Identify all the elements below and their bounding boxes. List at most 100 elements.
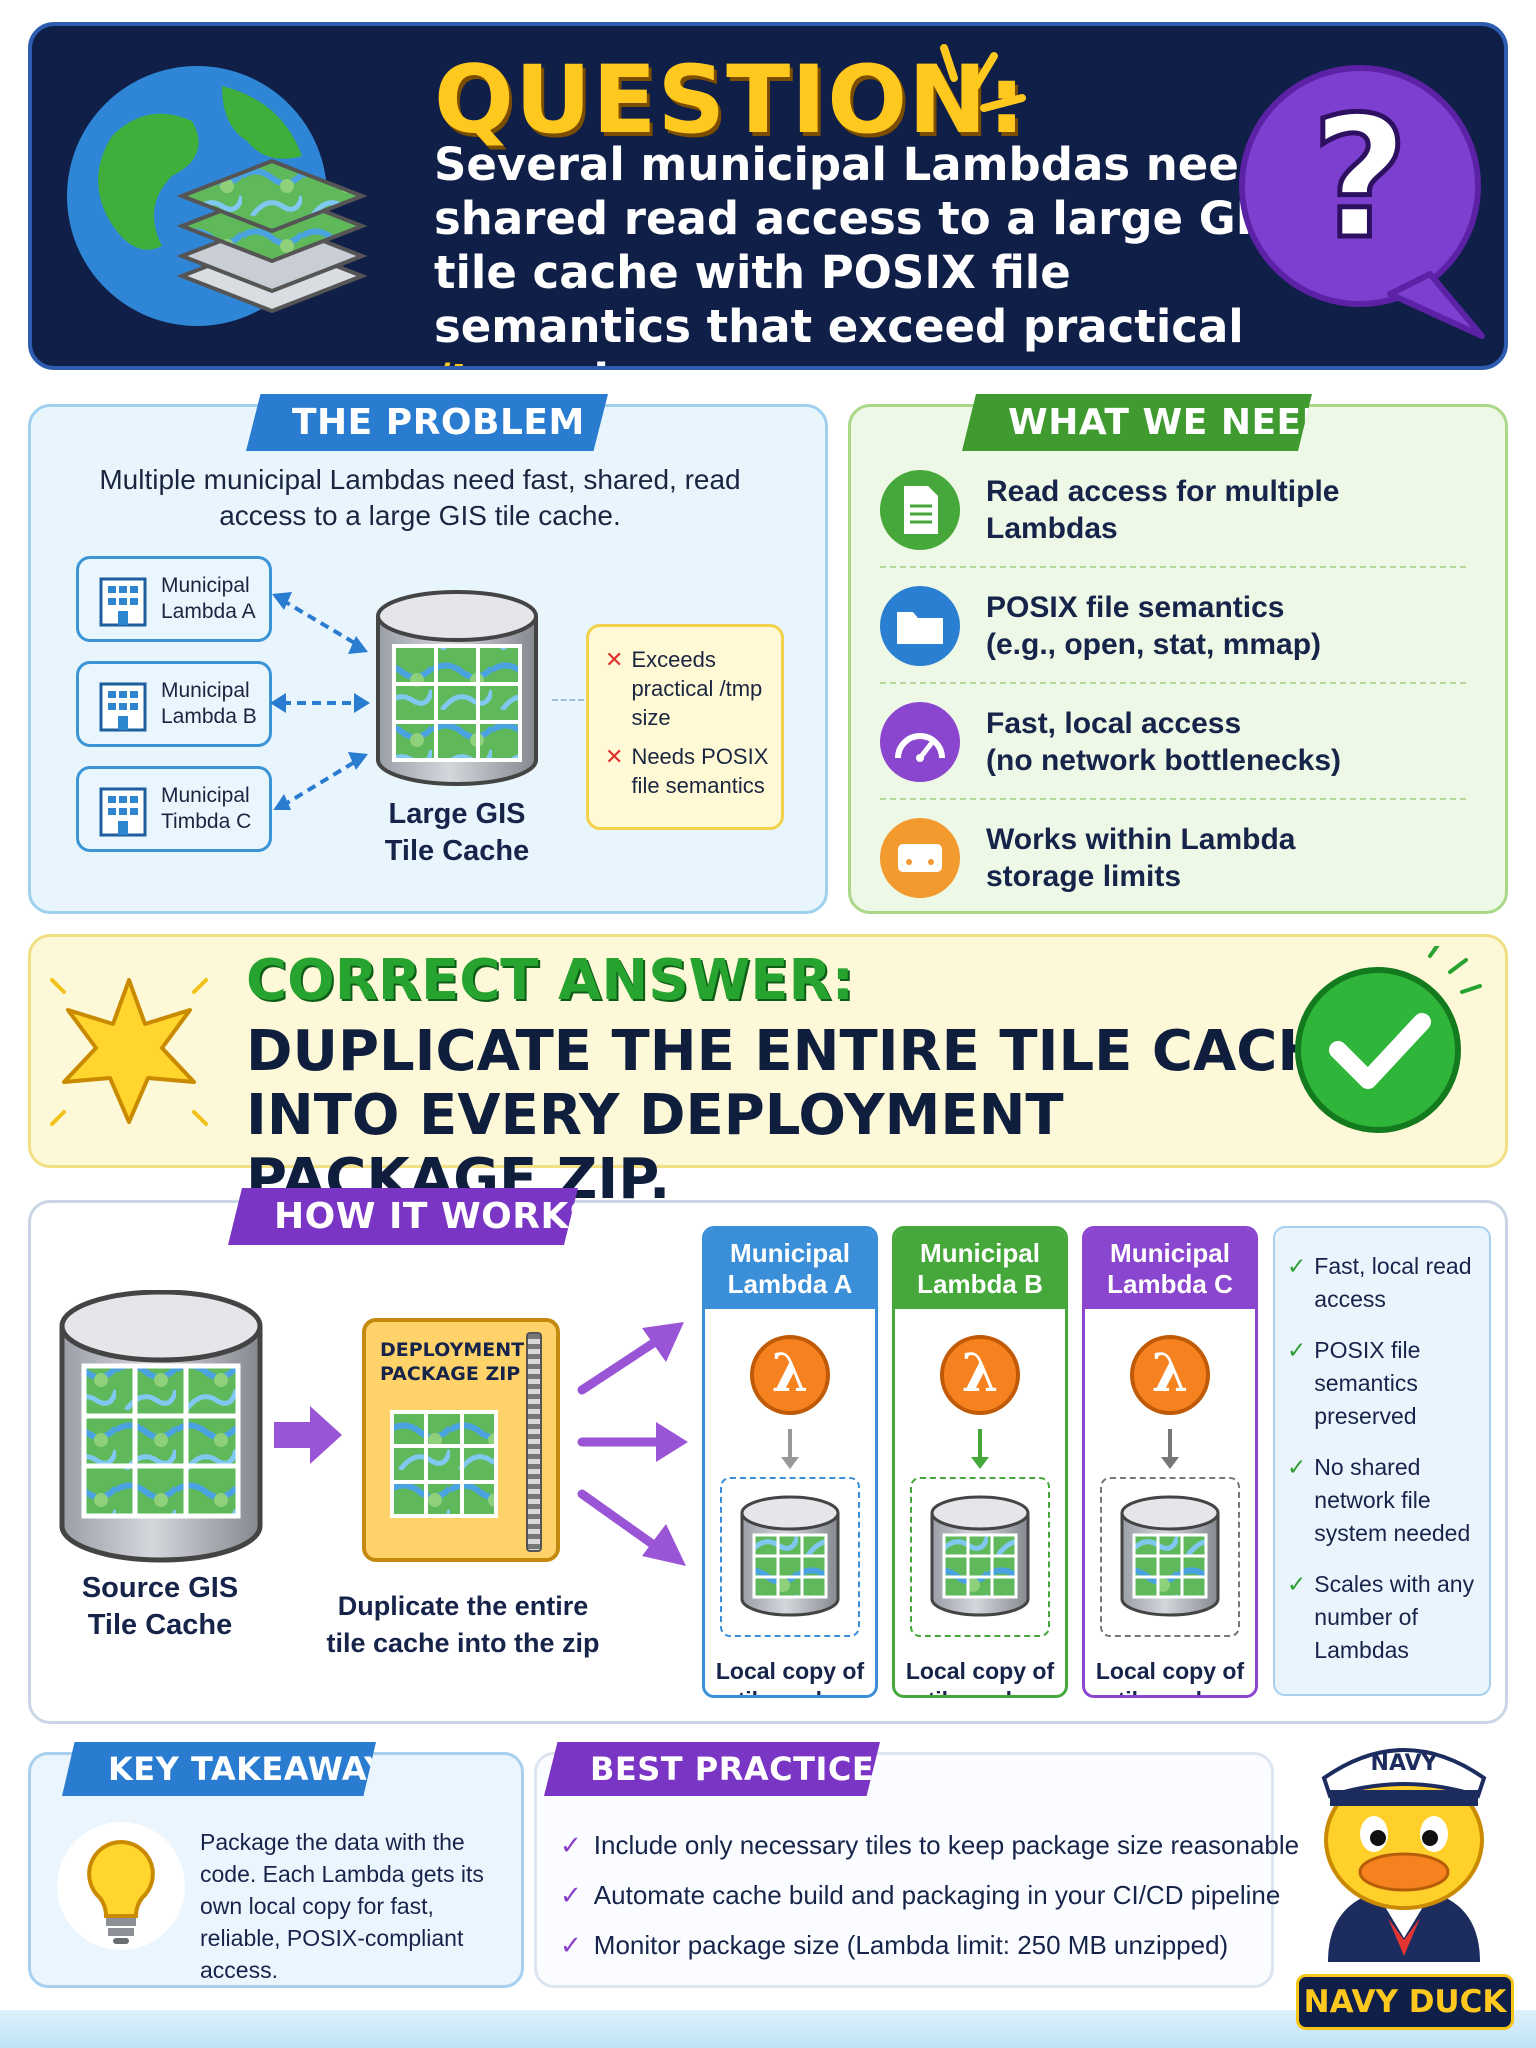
zip-caption: Duplicate the entire tile cache into the … bbox=[322, 1588, 604, 1662]
check-icon: ✓ bbox=[1287, 1571, 1307, 1597]
local-copy-caption: Local copy of tile cache bbox=[705, 1657, 875, 1695]
need-item-line2: storage limits bbox=[986, 860, 1182, 893]
zip-tile-grid bbox=[390, 1410, 498, 1518]
lambda-card-line1: Municipal bbox=[161, 574, 250, 597]
answer-panel bbox=[28, 934, 1508, 1168]
down-arrow-icon bbox=[781, 1429, 799, 1469]
benefit-item: ✓Scales with any number of Lambdas bbox=[1287, 1568, 1481, 1667]
speedometer-icon bbox=[880, 702, 960, 782]
water-decoration bbox=[0, 2010, 1536, 2048]
question-text: Several municipal Lambdas need shared re… bbox=[434, 138, 1294, 366]
down-arrow-icon bbox=[1161, 1429, 1179, 1469]
lambda-icon: λ bbox=[1130, 1335, 1210, 1415]
benefit-text: No shared network file system needed bbox=[1314, 1454, 1471, 1546]
lambda-icon: λ bbox=[940, 1335, 1020, 1415]
need-item-line1: Read access for multiple bbox=[986, 475, 1340, 508]
divider bbox=[880, 798, 1466, 800]
source-cache-label: Source GIS Tile Cache bbox=[60, 1570, 260, 1644]
globe-map-layers-icon bbox=[67, 66, 368, 326]
benefits-list: ✓Fast, local read access ✓POSIX file sem… bbox=[1273, 1226, 1491, 1696]
zip-caption-line1: Duplicate the entire bbox=[337, 1591, 589, 1621]
lambda-icon: λ bbox=[750, 1335, 830, 1415]
folder-icon bbox=[880, 586, 960, 666]
cache-label-line2: Tile Cache bbox=[384, 835, 530, 867]
lambda-card-line2: Lambda B bbox=[161, 705, 257, 728]
problem-heading: THE PROBLEM bbox=[246, 394, 608, 451]
local-cache-box bbox=[910, 1477, 1050, 1637]
question-mark: ? bbox=[1311, 80, 1408, 276]
lambda-header-line1: Municipal bbox=[920, 1238, 1040, 1268]
lambda-header-line2: Lambda B bbox=[917, 1269, 1043, 1299]
need-item-line1: Fast, local access bbox=[986, 707, 1242, 740]
local-caption-line2: tile cache bbox=[1118, 1687, 1223, 1695]
connector-line bbox=[552, 699, 584, 701]
lightbulb-icon bbox=[57, 1822, 185, 1950]
problem-issues-callout: ✕Exceeds practical /tmp size ✕Needs POSI… bbox=[586, 624, 784, 830]
local-copy-caption: Local copy oftile cache bbox=[1085, 1657, 1255, 1695]
lambda-header-line2: Lambda A bbox=[727, 1269, 853, 1299]
down-arrow-icon bbox=[971, 1429, 989, 1469]
question-text-highlight: /tmp bbox=[434, 354, 551, 366]
source-cache-cylinder bbox=[59, 1290, 263, 1563]
zipper-icon bbox=[526, 1332, 542, 1552]
local-cache-cylinder bbox=[930, 1495, 1030, 1617]
check-icon: ✓ bbox=[560, 1880, 582, 1910]
burst-lines-icon bbox=[940, 44, 1026, 112]
issue-item: ✕Exceeds practical /tmp size bbox=[605, 645, 771, 732]
lambda-card-line2: Timbda C bbox=[161, 810, 252, 833]
local-caption-line2: tile cache bbox=[928, 1687, 1033, 1695]
star-icon bbox=[50, 978, 208, 1126]
question-text-end: size. bbox=[551, 354, 683, 366]
zip-caption-line2: tile cache into the zip bbox=[326, 1628, 600, 1658]
check-icon: ✓ bbox=[1287, 1454, 1307, 1480]
practice-item: ✓ Include only necessary tiles to keep pa… bbox=[560, 1830, 1299, 1861]
local-cache-cylinder bbox=[740, 1495, 840, 1617]
issue-text: Exceeds practical /tmp size bbox=[631, 647, 763, 730]
problem-description: Multiple municipal Lambdas need fast, sh… bbox=[99, 464, 741, 531]
benefit-item: ✓POSIX file semantics preserved bbox=[1287, 1334, 1481, 1433]
mascot-name: NAVY DUCK bbox=[1296, 1974, 1514, 2030]
lambda-header-line1: Municipal bbox=[730, 1238, 850, 1268]
zip-label-line1: DEPLOYMENT bbox=[380, 1339, 525, 1361]
building-icon bbox=[99, 577, 147, 627]
local-caption-line1: Local copy of bbox=[905, 1658, 1055, 1684]
need-item: POSIX file semantics(e.g., open, stat, m… bbox=[880, 576, 1480, 676]
practice-item: ✓ Automate cache build and packaging in y… bbox=[560, 1880, 1280, 1911]
source-label-line2: Tile Cache bbox=[87, 1609, 233, 1641]
local-caption-line2: tile cache bbox=[738, 1687, 843, 1695]
local-caption-line1: Local copy of bbox=[715, 1658, 865, 1684]
building-icon bbox=[99, 787, 147, 837]
practice-text: Automate cache build and packaging in yo… bbox=[593, 1880, 1281, 1910]
benefit-item: ✓Fast, local read access bbox=[1287, 1250, 1481, 1316]
lambda-card-line2: Lambda A bbox=[161, 600, 256, 623]
answer-line2: INTO EVERY DEPLOYMENT PACKAGE ZIP. bbox=[246, 1083, 1064, 1212]
source-label-line1: Source GIS bbox=[81, 1572, 239, 1604]
question-banner: QUESTION: Several municipal Lambdas need… bbox=[28, 22, 1508, 370]
hat-text: NAVY bbox=[1371, 1751, 1439, 1776]
takeaway-heading: KEY TAKEAWAY bbox=[62, 1742, 376, 1796]
building-icon bbox=[99, 682, 147, 732]
check-icon: ✓ bbox=[560, 1930, 582, 1960]
check-icon: ✓ bbox=[560, 1830, 582, 1860]
practice-item: ✓ Monitor package size (Lambda limit: 250… bbox=[560, 1930, 1228, 1961]
practice-text: Monitor package size (Lambda limit: 250 … bbox=[593, 1930, 1229, 1960]
answer-label: CORRECT ANSWER: bbox=[246, 948, 855, 1013]
zip-label-line2: PACKAGE ZIP bbox=[380, 1363, 521, 1385]
practice-text: Include only necessary tiles to keep pac… bbox=[593, 1830, 1300, 1860]
bidirectional-arrows-icon bbox=[270, 592, 370, 810]
need-item: Fast, local access (no network bottleneck… bbox=[880, 692, 1480, 792]
tile-cache-cylinder bbox=[376, 590, 538, 786]
need-item-line2: (no network bottlenecks) bbox=[986, 744, 1342, 777]
